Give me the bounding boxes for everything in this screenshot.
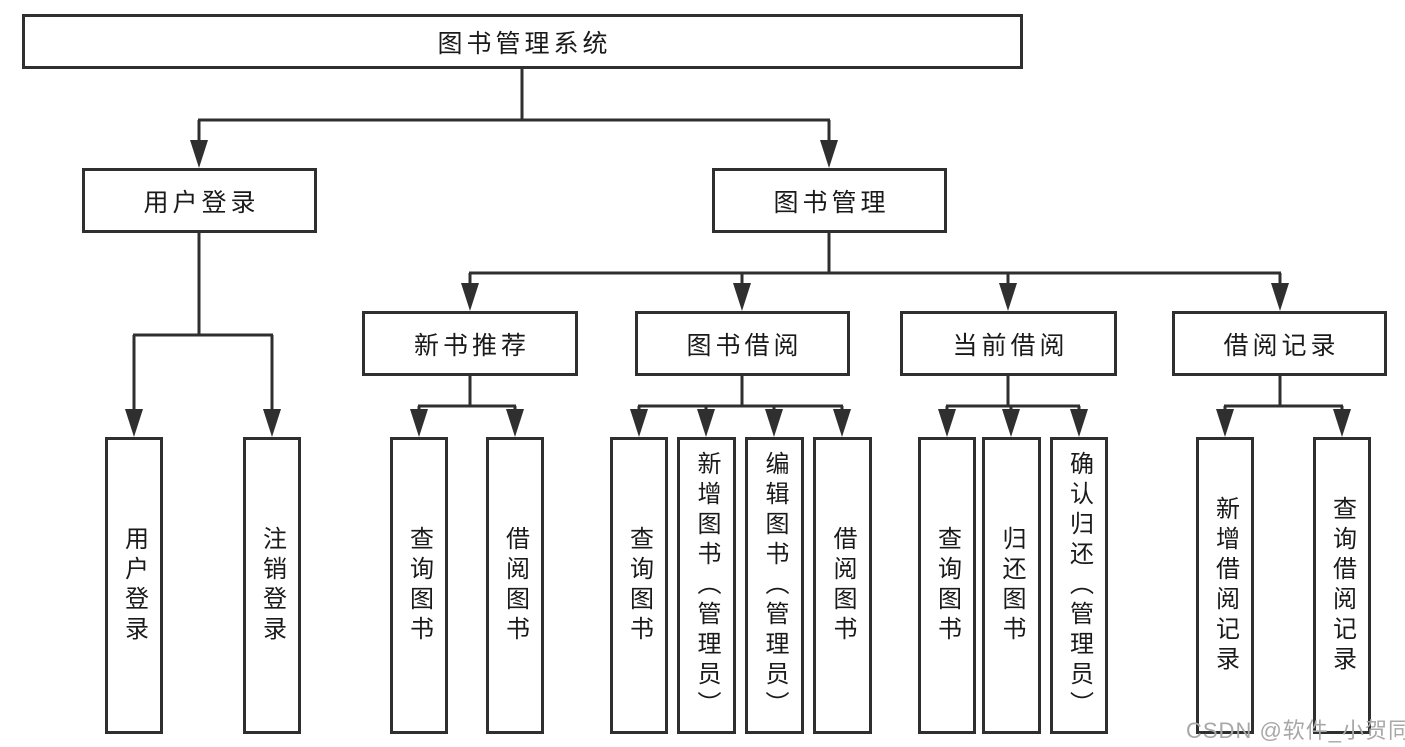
node-root-label: 图书管理系统 [437,29,612,58]
connector-records-to-leaves [1223,376,1344,411]
node-current-label: 当前借阅 [952,331,1069,360]
connector-borrow-to-leaves [637,376,844,411]
leaf-user-login: 用户登录 [105,437,163,734]
connector-current-to-leaves [945,376,1081,411]
leaf-current-query: 查询图书 [918,437,976,734]
leaf-logout-label: 注销登录 [258,525,286,646]
leaf-current-confirm: 确认归还（管理员） [1050,437,1108,734]
arrow-down-icon [630,409,648,437]
leaf-logout: 注销登录 [243,437,301,734]
connector-root-to-level2 [197,69,831,142]
leaf-user-login-label: 用户登录 [120,525,148,646]
node-user-login-label: 用户登录 [143,188,260,217]
arrow-down-icon [733,283,751,311]
arrow-down-icon [697,409,715,437]
connector-segments [132,69,1344,411]
arrow-down-icon [1002,409,1020,437]
node-records: 借阅记录 [1172,311,1387,376]
leaf-current-return: 归还图书 [982,437,1041,734]
leaf-borrow-add-label: 新增图书（管理员） [693,450,720,721]
arrow-down-icon [999,283,1017,311]
leaf-borrow-borrow: 借阅图书 [813,437,872,734]
connector-mgmt-to-level3 [468,233,1282,285]
leaf-current-return-label: 归还图书 [998,525,1025,646]
node-book-mgmt-label: 图书管理 [773,188,890,217]
leaf-borrow-borrow-label: 借阅图书 [829,525,856,646]
leaf-current-query-label: 查询图书 [933,525,961,646]
arrow-down-icon [410,409,428,437]
node-recommend-label: 新书推荐 [413,331,530,360]
leaf-records-query: 查询借阅记录 [1313,437,1371,734]
node-borrow-label: 图书借阅 [686,331,803,360]
leaf-recommend-borrow-label: 借阅图书 [501,525,529,646]
leaf-recommend-borrow: 借阅图书 [486,437,544,734]
leaf-records-add-label: 新增借阅记录 [1211,495,1239,676]
arrow-down-icon [833,409,851,437]
node-borrow: 图书借阅 [635,311,850,376]
leaf-recommend-query-label: 查询图书 [405,525,433,646]
arrow-down-icon [1333,409,1351,437]
leaf-recommend-query: 查询图书 [390,437,448,734]
arrow-down-icon [1216,409,1234,437]
leaf-borrow-query: 查询图书 [610,437,668,734]
arrow-down-icon [1271,283,1289,311]
arrow-down-icon [263,409,281,437]
arrow-down-icon [820,140,838,168]
leaf-current-confirm-label: 确认归还（管理员） [1065,450,1093,721]
connector-login-to-leaves [132,233,274,411]
arrow-down-icon [1070,409,1088,437]
csdn-watermark: CSDN @软件_小贺同学 [1186,718,1405,743]
node-records-label: 借阅记录 [1223,331,1340,360]
connector-recommend-to-leaves [417,376,517,411]
arrow-down-icon [938,409,956,437]
arrow-down-icon [190,140,208,168]
leaf-borrow-query-label: 查询图书 [625,525,653,646]
node-book-mgmt: 图书管理 [712,168,947,233]
arrow-down-icon [125,409,143,437]
leaf-borrow-edit: 编辑图书（管理员） [745,437,804,734]
arrow-down-icon [461,283,479,311]
leaf-borrow-edit-label: 编辑图书（管理员） [761,450,788,721]
node-root: 图书管理系统 [22,14,1023,69]
leaf-borrow-add: 新增图书（管理员） [677,437,736,734]
arrowheads [125,140,1351,437]
node-recommend: 新书推荐 [362,311,578,376]
leaf-records-query-label: 查询借阅记录 [1328,495,1356,676]
node-user-login: 用户登录 [82,168,317,233]
arrow-down-icon [765,409,783,437]
leaf-records-add: 新增借阅记录 [1196,437,1254,734]
node-current: 当前借阅 [900,311,1117,376]
arrow-down-icon [506,409,524,437]
